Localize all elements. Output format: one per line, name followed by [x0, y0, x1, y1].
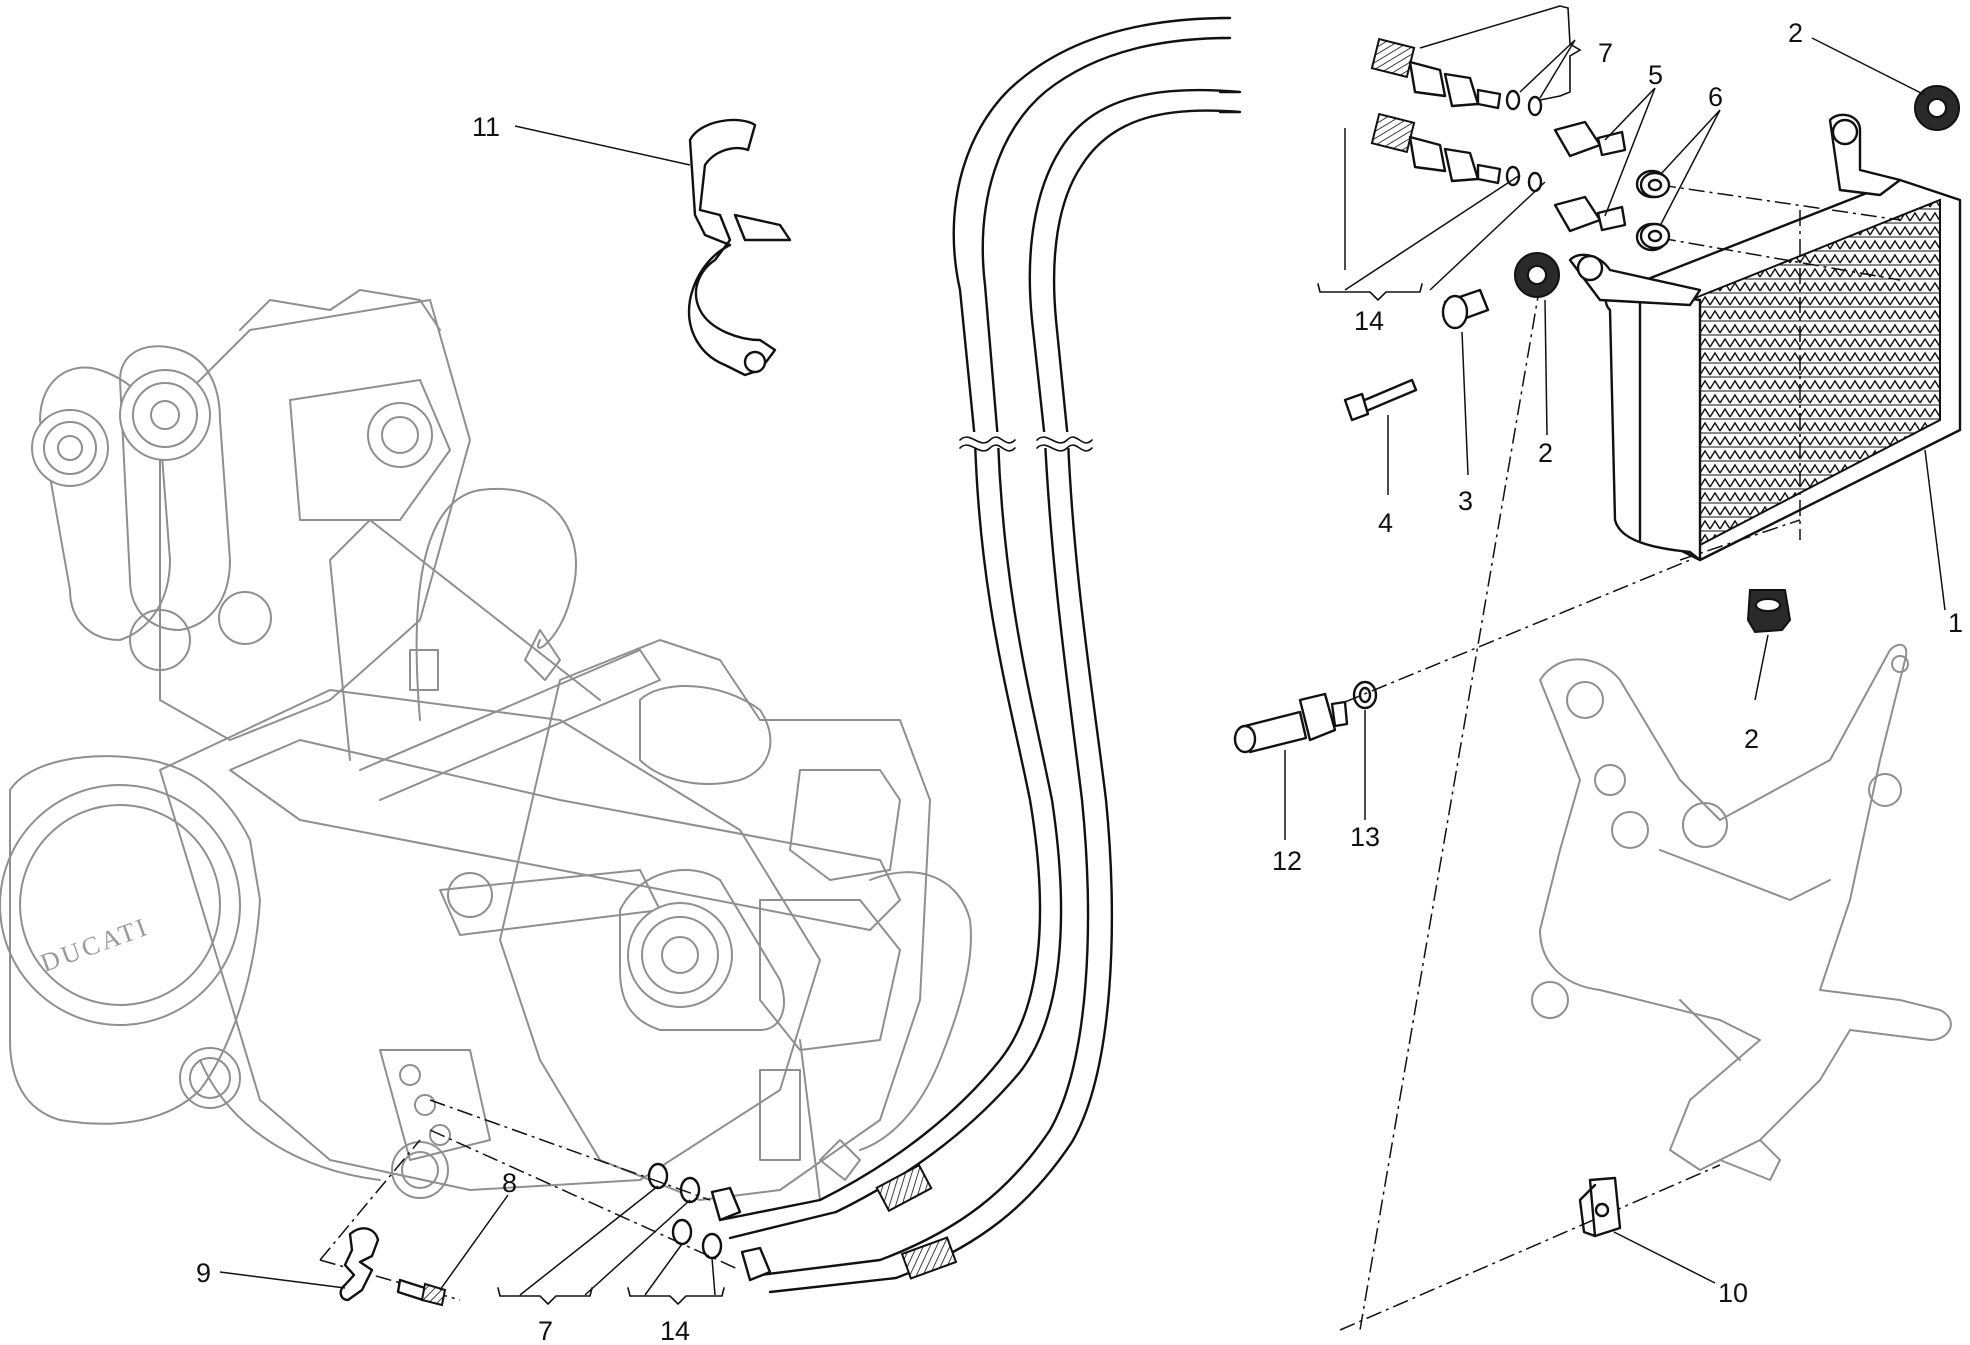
engine-assembly-lines	[319, 1099, 741, 1301]
callout-7-top: 7	[1598, 38, 1613, 68]
oil-cooler-part-1	[1339, 113, 1962, 1331]
nut-clip-part-10	[1578, 1176, 1622, 1238]
frame-mount-ghost	[1531, 643, 1952, 1181]
washer-part-6-upper	[1639, 171, 1671, 199]
grommet-part-2-top	[1914, 85, 1960, 131]
callout-9: 9	[196, 1258, 211, 1288]
hose-end-orings	[1505, 89, 1543, 193]
callout-10: 10	[1718, 1278, 1748, 1308]
callout-5: 5	[1648, 60, 1663, 90]
ducati-logo: DUCATI	[37, 912, 153, 978]
bracket-part-9	[339, 1227, 380, 1302]
callout-7-bottom: 7	[538, 1316, 553, 1345]
hose-fitting-bottom-upper	[710, 1163, 933, 1222]
callout-11: 11	[472, 112, 500, 142]
oil-hose-lower	[758, 88, 1242, 1294]
sensor-part-12	[1233, 692, 1349, 754]
callout-14-top: 14	[1354, 306, 1384, 336]
hose-clip-part-11	[687, 118, 792, 377]
seal-part-13	[1352, 680, 1378, 710]
hose-fitting-top-lower	[1370, 112, 1502, 185]
engine-block-ghost: DUCATI	[0, 289, 972, 1201]
callout-13: 13	[1350, 822, 1380, 852]
callout-3: 3	[1458, 486, 1473, 516]
adapter-part-5-upper	[1553, 120, 1627, 158]
grommet-part-2-middle	[1514, 252, 1560, 298]
screw-part-8	[396, 1278, 447, 1307]
callout-6: 6	[1708, 82, 1723, 112]
callout-2-bottom: 2	[1744, 724, 1759, 754]
braces	[497, 5, 1582, 1306]
hose-fitting-top-upper	[1370, 37, 1502, 110]
engine-washers	[647, 1162, 723, 1260]
callout-8: 8	[502, 1168, 517, 1198]
callout-1: 1	[1948, 608, 1963, 638]
oil-hose-upper	[718, 16, 1232, 1240]
bolt-part-4	[1343, 378, 1418, 422]
grommet-part-2-bottom	[1746, 589, 1792, 634]
spacer-part-3	[1441, 288, 1490, 330]
callout-labels: 1 2 2 2 3 4 5 6 7 7 8 9 10 11 12 13 14 1…	[196, 18, 1963, 1345]
callout-2-middle: 2	[1538, 438, 1553, 468]
hose-break-marks	[955, 432, 1102, 452]
callout-2-top: 2	[1788, 18, 1803, 48]
washer-part-6-lower	[1639, 222, 1671, 250]
adapter-part-5-lower	[1553, 195, 1627, 233]
callout-14-bottom: 14	[660, 1316, 690, 1345]
callout-12: 12	[1272, 846, 1302, 876]
leader-lines	[219, 37, 1946, 1296]
hose-fitting-bottom-lower	[740, 1236, 958, 1282]
callout-4: 4	[1378, 508, 1393, 538]
